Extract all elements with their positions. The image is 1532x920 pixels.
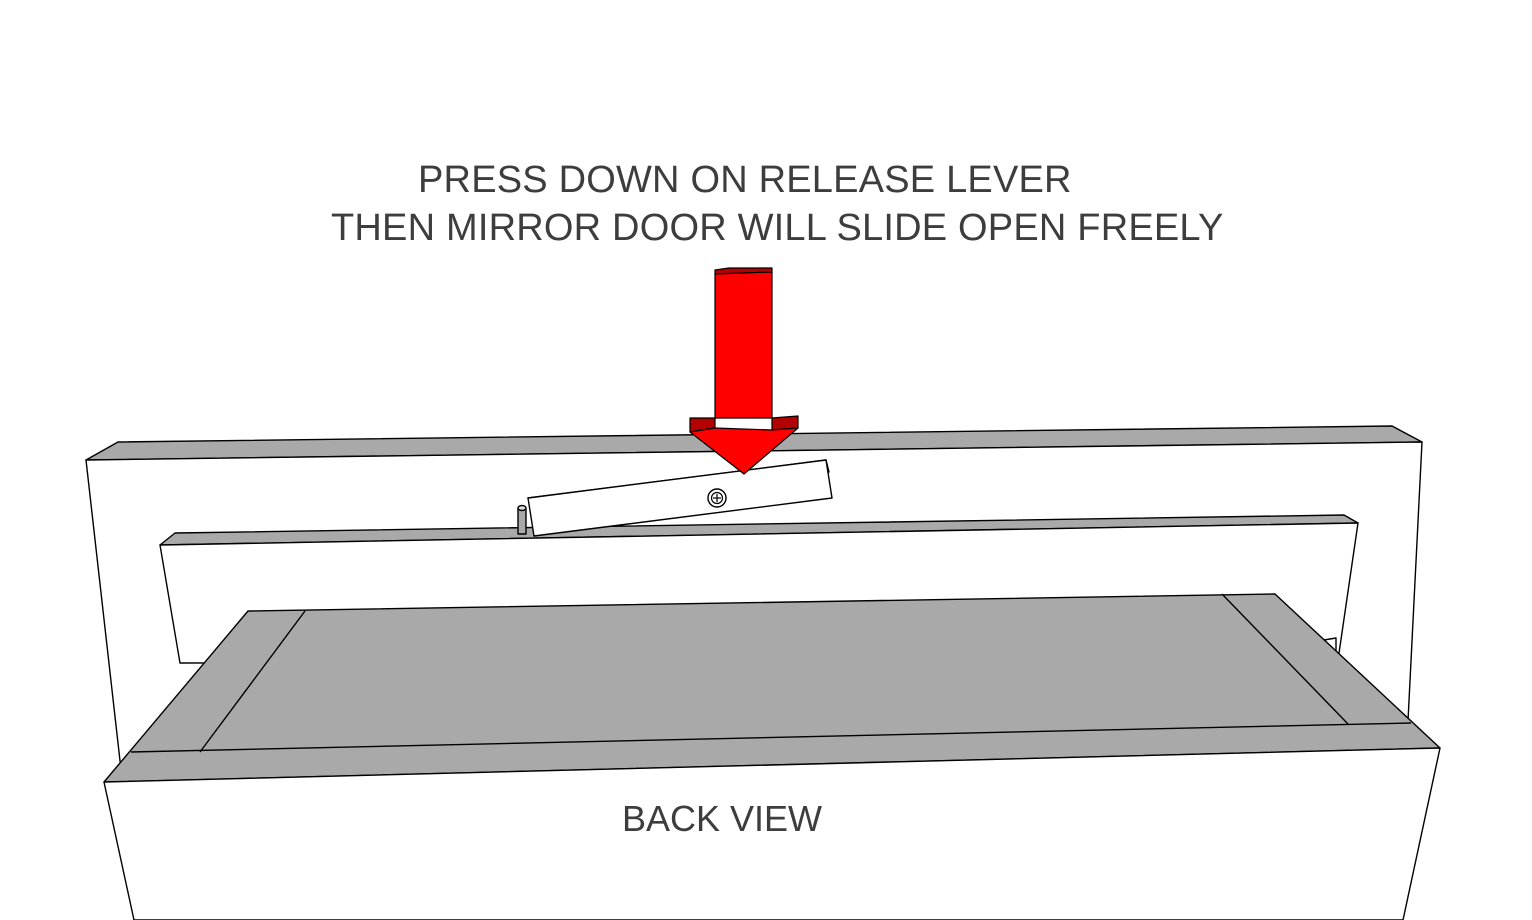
front-tray xyxy=(103,593,1441,920)
screw-icon xyxy=(707,488,727,508)
instruction-line-1: PRESS DOWN ON RELEASE LEVER xyxy=(418,159,1072,201)
front-tray-face xyxy=(103,747,1441,920)
tray-inner-right-edge xyxy=(1221,593,1349,725)
tray-inner-left-edge xyxy=(199,610,306,753)
release-lever-front xyxy=(527,459,833,537)
down-arrow-icon xyxy=(689,267,799,475)
instruction-line-2: THEN MIRROR DOOR WILL SLIDE OPEN FREELY xyxy=(331,207,1224,249)
lever-pin xyxy=(517,504,527,535)
tray-inner-edge xyxy=(130,722,1412,753)
view-caption: BACK VIEW xyxy=(622,798,823,839)
release-lever xyxy=(517,459,833,537)
